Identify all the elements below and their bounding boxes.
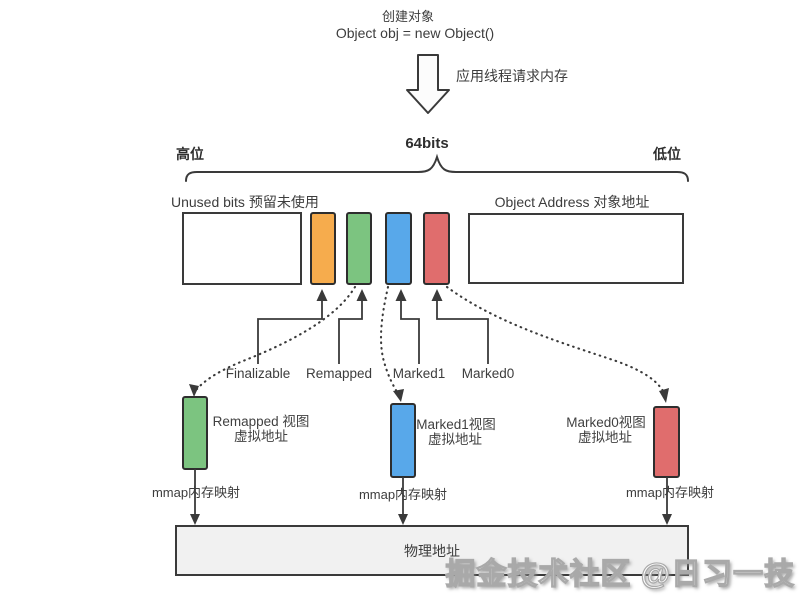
marked1-connector — [395, 289, 420, 364]
marked1-mmap-arrow — [398, 477, 408, 525]
remapped-view-title: Remapped 视图 — [212, 414, 310, 429]
marked0-view-title: Marked0视图 — [566, 415, 646, 430]
high-bits-label: 高位 — [176, 146, 204, 162]
physical-address-label: 物理地址 — [404, 543, 460, 559]
marked0-connector — [431, 289, 489, 364]
flag-label-remapped: Remapped — [305, 366, 373, 381]
low-bits-label: 低位 — [653, 146, 681, 162]
remapped-view-bar — [182, 396, 208, 470]
remapped-bit-box — [346, 212, 372, 285]
title-line2: Object obj = new Object() — [335, 25, 495, 41]
remapped-mmap-label: mmap内存映射 — [151, 485, 241, 500]
unused-bits-label: Unused bits 预留未使用 — [171, 194, 319, 210]
bits-brace — [185, 153, 689, 182]
finalizable-bit-box — [310, 212, 336, 285]
down-block-arrow-icon — [406, 54, 450, 114]
bits-width-label: 64bits — [405, 135, 449, 152]
remapped-mmap-arrow — [190, 469, 200, 525]
object-address-label: Object Address 对象地址 — [494, 194, 650, 210]
object-address-box — [468, 213, 684, 284]
flag-label-marked1: Marked1 — [392, 366, 446, 381]
marked0-mmap-arrow — [662, 477, 672, 525]
marked1-mmap-label: mmap内存映射 — [358, 487, 448, 502]
remapped-view-subtitle: 虚拟地址 — [234, 429, 288, 444]
marked0-view-bar — [653, 406, 680, 478]
marked1-view-subtitle: 虚拟地址 — [428, 432, 482, 447]
marked1-view-bar — [390, 403, 416, 478]
marked0-view-subtitle: 虚拟地址 — [578, 430, 632, 445]
marked0-dotted-curve — [445, 285, 669, 403]
remapped-connector — [338, 289, 368, 364]
remapped-dotted-curve — [189, 285, 357, 397]
physical-address-box — [175, 525, 689, 576]
marked1-dotted-curve — [380, 285, 404, 402]
marked1-view-title: Marked1视图 — [416, 417, 496, 432]
finalizable-connector — [257, 289, 328, 364]
arrow-label: 应用线程请求内存 — [456, 68, 568, 84]
flag-label-finalizable: Finalizable — [225, 366, 291, 381]
marked1-bit-box — [385, 212, 412, 285]
marked0-mmap-label: mmap内存映射 — [625, 485, 715, 500]
unused-bits-box — [182, 212, 302, 285]
marked0-bit-box — [423, 212, 450, 285]
watermark: 掘金技术社区 @日习一技 — [445, 557, 795, 591]
title-line1: 创建对象 — [381, 9, 435, 24]
flag-label-marked0: Marked0 — [461, 366, 515, 381]
